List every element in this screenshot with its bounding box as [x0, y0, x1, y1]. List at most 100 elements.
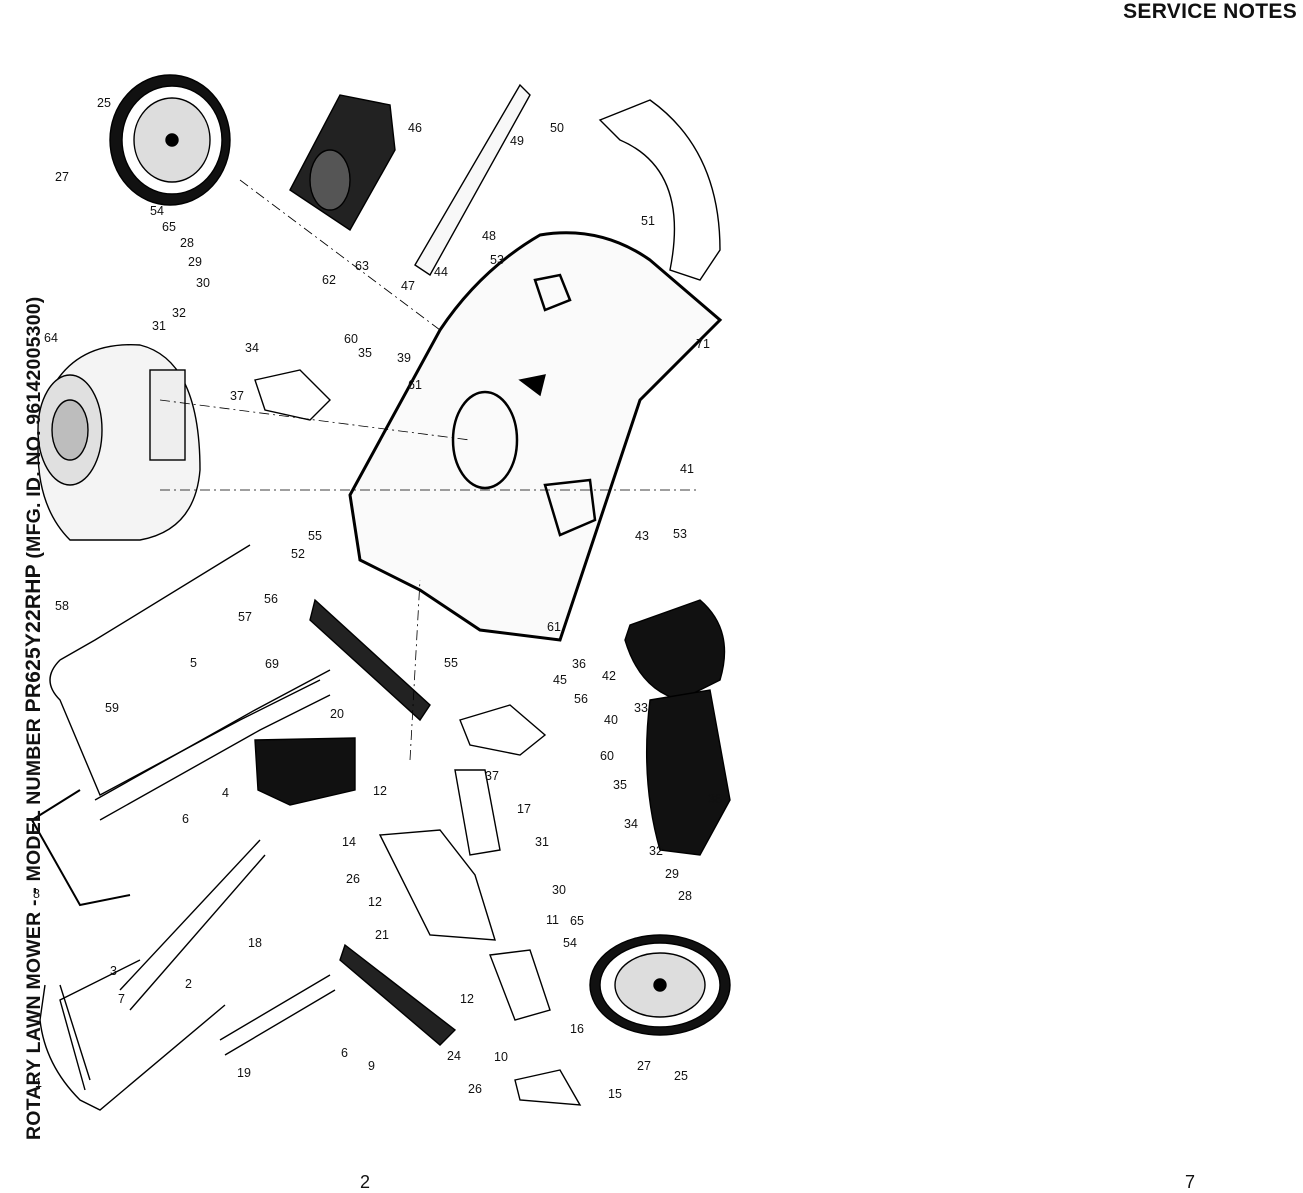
callout: 18: [248, 936, 262, 950]
callout: 26: [346, 872, 360, 886]
callout: 46: [408, 121, 422, 135]
callout: 43: [635, 529, 649, 543]
callout: 6: [341, 1046, 348, 1060]
callout: 26: [468, 1082, 482, 1096]
callout: 53: [673, 527, 687, 541]
callout: 24: [447, 1049, 461, 1063]
callout: 8: [33, 887, 40, 901]
callout: 27: [55, 170, 69, 184]
callout: 30: [196, 276, 210, 290]
callout: 39: [397, 351, 411, 365]
callout: 27: [637, 1059, 651, 1073]
callout: 57: [238, 610, 252, 624]
callout: 63: [355, 259, 369, 273]
callout: 3: [110, 964, 117, 978]
callout: 60: [344, 332, 358, 346]
callout: 61: [408, 378, 422, 392]
callout-labels: 1 2 3 4 5 6 6 7 8 9 10 11 12 12 12 14 15…: [33, 96, 722, 1101]
callout: 34: [624, 817, 638, 831]
callout: 9: [368, 1059, 375, 1073]
callout: 49: [510, 134, 524, 148]
callout: 38: [708, 792, 722, 806]
callout: 30: [552, 883, 566, 897]
callout: 34: [245, 341, 259, 355]
callout: 37: [485, 769, 499, 783]
callout: 19: [237, 1066, 251, 1080]
callout: 62: [322, 273, 336, 287]
callout: 55: [308, 529, 322, 543]
callout: 54: [150, 204, 164, 218]
service-notes-heading: SERVICE NOTES: [1123, 0, 1297, 23]
callout: 25: [674, 1069, 688, 1083]
lower-handle: [94, 669, 336, 1056]
bracket-16: [489, 949, 551, 1021]
callout: 59: [105, 701, 119, 715]
callout: 6: [182, 812, 189, 826]
wheel-front: [589, 934, 731, 1036]
callout: 65: [162, 220, 176, 234]
callout: 54: [563, 936, 577, 950]
height-adjuster-front: [459, 704, 547, 756]
bracket-17: [454, 769, 501, 856]
callout: 25: [97, 96, 111, 110]
callout: 58: [55, 599, 69, 613]
callout: 28: [180, 236, 194, 250]
callout: 37: [230, 389, 244, 403]
control-bar: [31, 789, 131, 907]
model-number: PR625Y22RHP: [22, 564, 45, 713]
callout: 5: [190, 656, 197, 670]
callout: 48: [482, 229, 496, 243]
height-adjuster-rear: [254, 369, 331, 421]
callout: 40: [604, 713, 618, 727]
callout: 35: [358, 346, 372, 360]
callout: 31: [535, 835, 549, 849]
callout: 32: [172, 306, 186, 320]
callout: 21: [375, 928, 389, 942]
callout: 12: [368, 895, 382, 909]
mower-deck: [348, 231, 723, 642]
callout: 60: [600, 749, 614, 763]
callout: 35: [613, 778, 627, 792]
callout: 31: [152, 319, 166, 333]
callout: 29: [665, 867, 679, 881]
callout: 14: [342, 835, 356, 849]
bracket-15: [514, 1069, 582, 1106]
callout: 56: [574, 692, 588, 706]
rear-flap: [598, 99, 721, 281]
callout: 17: [517, 802, 531, 816]
page-title: ROTARY LAWN MOWER - - MODEL NUMBER PR625…: [22, 297, 46, 1141]
callout: 2: [185, 977, 192, 991]
callout: 29: [188, 255, 202, 269]
callout: 44: [434, 265, 448, 279]
callout: 33: [634, 701, 648, 715]
callout: 41: [680, 462, 694, 476]
callout: 12: [373, 784, 387, 798]
callout: 1: [35, 1076, 42, 1090]
mulch-plug-housing: [289, 94, 396, 232]
callout: 55: [444, 656, 458, 670]
callout: 64: [44, 331, 58, 345]
callout: 4: [222, 786, 229, 800]
callout: 65: [570, 914, 584, 928]
callout: 51: [641, 214, 655, 228]
callout: 12: [460, 992, 474, 1006]
title-prefix: ROTARY LAWN MOWER - - MODEL NUMBER: [23, 717, 45, 1140]
mower-blade: [414, 83, 531, 277]
callout: 11: [546, 913, 559, 927]
callout: 42: [602, 669, 616, 683]
callout: 16: [570, 1022, 584, 1036]
callout: 56: [264, 592, 278, 606]
rear-door: [339, 943, 457, 1046]
side-discharge-chute: [624, 599, 726, 701]
callout: 71: [696, 337, 710, 351]
wheel-rear: [109, 74, 231, 206]
callout: 20: [330, 707, 344, 721]
callout: 45: [553, 673, 567, 687]
rear-baffle: [309, 598, 431, 722]
callout: 32: [649, 844, 663, 858]
upper-handle: [39, 544, 321, 1111]
page-number-right: 7: [1185, 1172, 1196, 1192]
page-number-left: 2: [360, 1172, 371, 1192]
callout: 52: [291, 547, 305, 561]
